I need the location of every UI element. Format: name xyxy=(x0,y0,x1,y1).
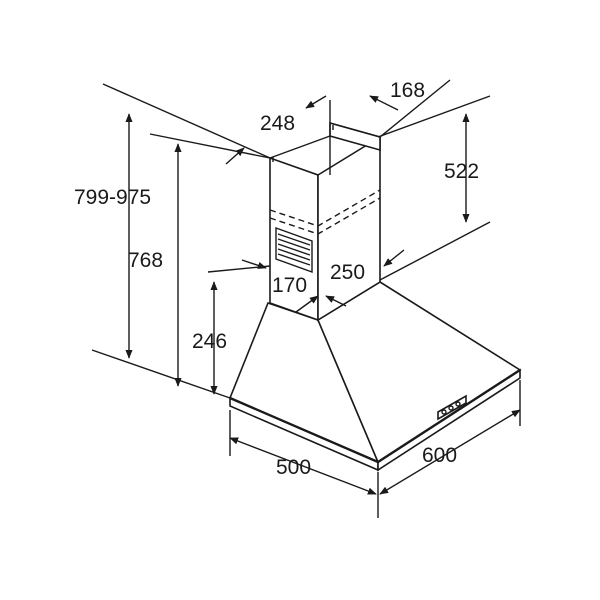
dim-arrow-248 xyxy=(225,147,245,165)
label-246: 246 xyxy=(192,330,227,353)
dimension-lines xyxy=(125,95,521,495)
chimney-side-face xyxy=(317,135,381,322)
label-600: 600 xyxy=(422,444,457,467)
hood-canopy xyxy=(228,281,522,472)
dim-arrow-168 xyxy=(369,95,399,111)
label-170: 170 xyxy=(272,274,307,297)
dim-arrow-250-left xyxy=(325,295,347,307)
dim-arrow-248-top xyxy=(305,95,327,109)
label-total-height: 799-975 xyxy=(74,186,151,209)
label-768: 768 xyxy=(128,249,163,272)
label-500: 500 xyxy=(276,456,311,479)
upper-chimney-front xyxy=(329,121,381,152)
vent-grille xyxy=(275,227,313,273)
dim-line-500 xyxy=(229,437,377,495)
extension-lines xyxy=(91,79,521,518)
dim-line-600 xyxy=(379,409,521,495)
dim-arrow-170-left xyxy=(241,259,267,269)
label-522: 522 xyxy=(444,160,479,183)
label-248: 248 xyxy=(260,112,295,135)
chimney xyxy=(269,121,381,322)
dimension-labels: 799-975 768 246 522 248 168 170 250 500 … xyxy=(74,79,479,479)
dim-arrow-250-right xyxy=(383,249,405,267)
dim-arrow-170-right xyxy=(295,295,319,313)
label-250: 250 xyxy=(330,261,365,284)
label-168: 168 xyxy=(390,79,425,102)
overlap-line xyxy=(269,189,381,227)
